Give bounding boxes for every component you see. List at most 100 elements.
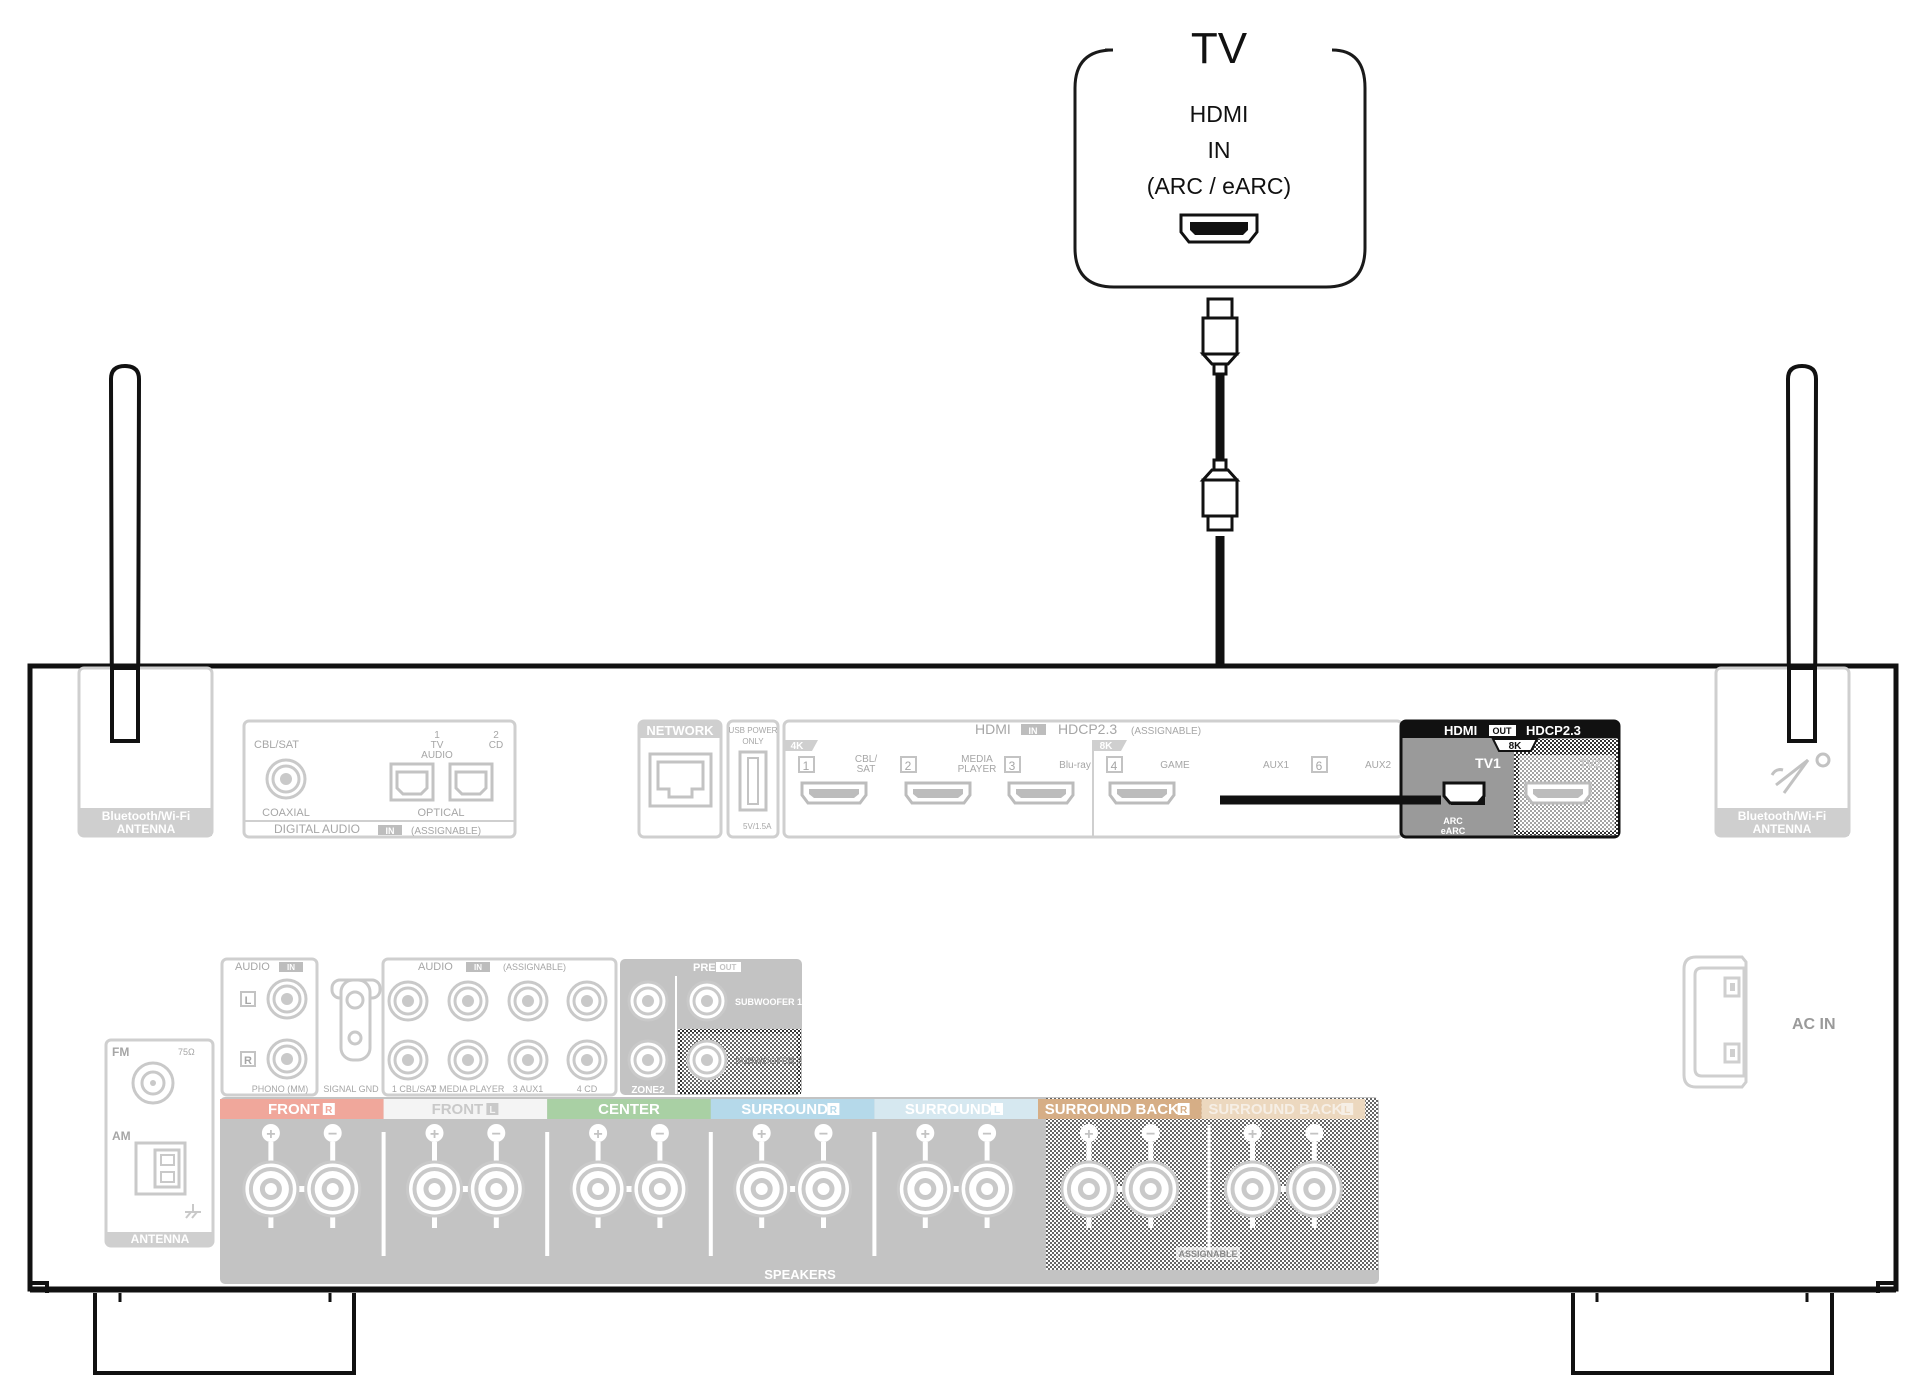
audio-in-3-l[interactable] bbox=[507, 980, 549, 1022]
speaker-polarity-plus: + bbox=[1084, 1126, 1093, 1143]
hdmi-out-section: HDMI OUT HDCP2.3 8K TV1 ARC eARC TV2 bbox=[1220, 719, 1621, 839]
phono-jack-l[interactable] bbox=[266, 978, 308, 1020]
am-terminal[interactable] bbox=[134, 1141, 187, 1196]
hdmi-in-3[interactable]: 3 Blu-ray bbox=[1004, 756, 1091, 805]
usb-port[interactable] bbox=[738, 750, 768, 812]
subwoofer2-label: SUBWOOFER 2 bbox=[735, 1056, 802, 1066]
hdmi-out-hdcp: HDCP2.3 bbox=[1526, 723, 1581, 738]
audio-in-4-r[interactable] bbox=[566, 1039, 608, 1081]
hdmi-in-8k-badge: 8K bbox=[1100, 741, 1114, 752]
audio-in-2-l[interactable] bbox=[447, 980, 489, 1022]
optical-port-1[interactable] bbox=[389, 762, 435, 802]
speaker-terminal-pair-1[interactable]: +− bbox=[241, 1124, 362, 1228]
speaker-terminal-minus[interactable]: − bbox=[303, 1124, 362, 1228]
zone2-jack-l[interactable] bbox=[627, 980, 669, 1022]
speaker-channel-6-name: SURROUND BACK bbox=[1045, 1101, 1179, 1118]
speaker-terminal-minus[interactable]: − bbox=[467, 1124, 526, 1228]
speaker-polarity-minus: − bbox=[982, 1126, 991, 1143]
hdmi-in-1[interactable]: 1 CBL/ SAT bbox=[798, 754, 877, 805]
speaker-terminal-plus[interactable]: + bbox=[241, 1124, 300, 1228]
speaker-terminal-plus[interactable]: + bbox=[405, 1124, 464, 1228]
audio-in-1-label: 1 CBL/SAT bbox=[392, 1084, 437, 1094]
hdmi-in-4[interactable]: 4 GAME bbox=[1106, 756, 1190, 805]
speaker-channel-5-name: SURROUND bbox=[905, 1101, 992, 1118]
speaker-terminal-pair-5[interactable]: +− bbox=[896, 1124, 1017, 1228]
signal-gnd-terminal[interactable] bbox=[330, 978, 382, 1062]
speaker-terminal-pair-6[interactable]: +− bbox=[1059, 1124, 1180, 1228]
hdmi-in-title: HDMI bbox=[975, 721, 1011, 737]
analog-audio-section: AUDIO IN L R PHONO (MM) SIGNAL GND AUDIO… bbox=[220, 957, 802, 1097]
subwoofer1-jack[interactable] bbox=[686, 980, 728, 1022]
speaker-terminal-minus[interactable]: − bbox=[794, 1124, 853, 1228]
hdmi-out-arc: ARC bbox=[1443, 816, 1463, 826]
hdmi-in-5[interactable]: AUX1 bbox=[1263, 760, 1290, 771]
hdmi-out-tv2-port[interactable] bbox=[1524, 781, 1592, 805]
antenna-right bbox=[1785, 363, 1819, 747]
tv-port-label-line3: (ARC / eARC) bbox=[1147, 173, 1291, 199]
speaker-polarity-plus: + bbox=[266, 1126, 275, 1143]
usb-label-line1: USB POWER bbox=[729, 726, 778, 735]
speaker-terminal-plus[interactable]: + bbox=[1223, 1124, 1282, 1228]
audio-in-4-l[interactable] bbox=[566, 980, 608, 1022]
phono-jack-r[interactable] bbox=[266, 1038, 308, 1080]
hdmi-in-2-name-2: PLAYER bbox=[958, 764, 997, 775]
speaker-polarity-plus: + bbox=[1248, 1126, 1257, 1143]
ac-in-label: AC IN bbox=[1792, 1016, 1836, 1033]
zone2-jack-r[interactable] bbox=[627, 1039, 669, 1081]
speaker-terminal-plus[interactable]: + bbox=[732, 1124, 791, 1228]
speaker-terminal-plus[interactable]: + bbox=[896, 1124, 955, 1228]
subwoofer2-jack[interactable] bbox=[686, 1039, 728, 1081]
hdmi-plug-top[interactable] bbox=[1206, 297, 1234, 320]
ac-inlet[interactable] bbox=[1693, 966, 1746, 1078]
ethernet-port[interactable] bbox=[648, 752, 713, 808]
tv-port-label-line2: IN bbox=[1208, 137, 1231, 163]
audio-in-3-r[interactable] bbox=[507, 1039, 549, 1081]
audio-in-2-r[interactable] bbox=[447, 1039, 489, 1081]
speaker-polarity-minus: − bbox=[1310, 1126, 1319, 1143]
audio-in-1-r[interactable] bbox=[387, 1039, 429, 1081]
speaker-terminal-pair-2[interactable]: +− bbox=[405, 1124, 526, 1228]
coaxial-top-label: CBL/SAT bbox=[254, 739, 299, 751]
hdmi-out-tv1-port[interactable] bbox=[1442, 781, 1486, 805]
ac-in-section: AC IN bbox=[1682, 955, 1836, 1089]
fm-jack[interactable] bbox=[131, 1061, 175, 1105]
speaker-terminal-minus[interactable]: − bbox=[1121, 1124, 1180, 1228]
signal-gnd-label: SIGNAL GND bbox=[323, 1084, 379, 1094]
speaker-terminal-plus[interactable]: + bbox=[569, 1124, 628, 1228]
optical-port-2[interactable] bbox=[448, 762, 494, 802]
speakers-assignable: ASSIGNABLE bbox=[1178, 1249, 1237, 1259]
phono-r: R bbox=[244, 1055, 252, 1067]
tv-hdmi-port[interactable] bbox=[1179, 213, 1259, 244]
tuner-antenna-label: ANTENNA bbox=[131, 1232, 190, 1246]
phono-label: PHONO (MM) bbox=[252, 1084, 309, 1094]
ground-icon bbox=[185, 1204, 201, 1219]
tv-port-label-line1: HDMI bbox=[1190, 101, 1249, 127]
speaker-terminal-minus[interactable]: − bbox=[958, 1124, 1017, 1228]
speaker-channel-2-name: FRONT bbox=[432, 1101, 484, 1118]
hdmi-in-2[interactable]: 2 MEDIA PLAYER bbox=[900, 754, 997, 805]
hdmi-plug-bottom[interactable] bbox=[1206, 514, 1234, 532]
audio-in-2-label: 2 MEDIA PLAYER bbox=[432, 1084, 505, 1094]
fm-label: FM bbox=[112, 1045, 129, 1059]
audio-in-label: AUDIO bbox=[418, 961, 453, 973]
hdmi-in-6[interactable]: 6 AUX2 bbox=[1311, 756, 1391, 773]
network-label: NETWORK bbox=[646, 723, 714, 738]
audio-in-1-l[interactable] bbox=[387, 980, 429, 1022]
speaker-terminal-plus[interactable]: + bbox=[1059, 1124, 1118, 1228]
speaker-terminal-pair-3[interactable]: +− bbox=[569, 1124, 689, 1228]
coaxial-jack[interactable] bbox=[265, 758, 307, 800]
hdmi-in-3-name-1: Blu-ray bbox=[1059, 760, 1091, 771]
speaker-terminal-minus[interactable]: − bbox=[1285, 1124, 1344, 1228]
speaker-channel-1-side: R bbox=[325, 1105, 333, 1116]
audio-in-assignable: (ASSIGNABLE) bbox=[503, 962, 566, 972]
speaker-terminal-minus[interactable]: − bbox=[630, 1124, 689, 1228]
speaker-terminal-pair-4[interactable]: +− bbox=[732, 1124, 853, 1228]
speaker-terminal-pair-7[interactable]: +− bbox=[1223, 1124, 1344, 1228]
speaker-polarity-plus: + bbox=[757, 1126, 766, 1143]
speaker-polarity-minus: − bbox=[655, 1126, 664, 1143]
zone2-label: ZONE2 bbox=[631, 1085, 665, 1096]
